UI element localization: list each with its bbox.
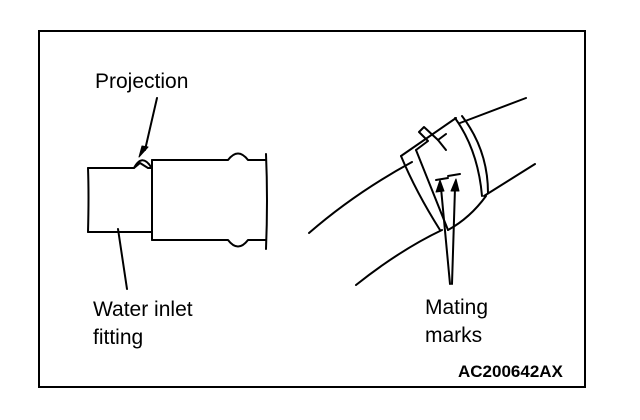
mating-marks-label-line2: marks <box>425 324 483 347</box>
figure-id: AC200642AX <box>458 362 563 381</box>
water-inlet-fitting-pipe <box>87 162 153 233</box>
diagonal-hose <box>308 97 536 286</box>
mating-marks <box>435 173 461 285</box>
water-inlet-label-line2: fitting <box>93 326 144 349</box>
hose-clamp <box>400 115 489 231</box>
water-inlet-label: Water inlet <box>93 298 193 321</box>
projection-bump <box>133 159 152 169</box>
diagram-frame <box>38 30 586 388</box>
projection-leader <box>138 97 158 158</box>
water-inlet-leader <box>117 228 128 290</box>
hose-sleeve <box>151 152 268 250</box>
mating-marks-label: Mating <box>425 296 489 319</box>
projection-label: Projection <box>95 70 189 93</box>
